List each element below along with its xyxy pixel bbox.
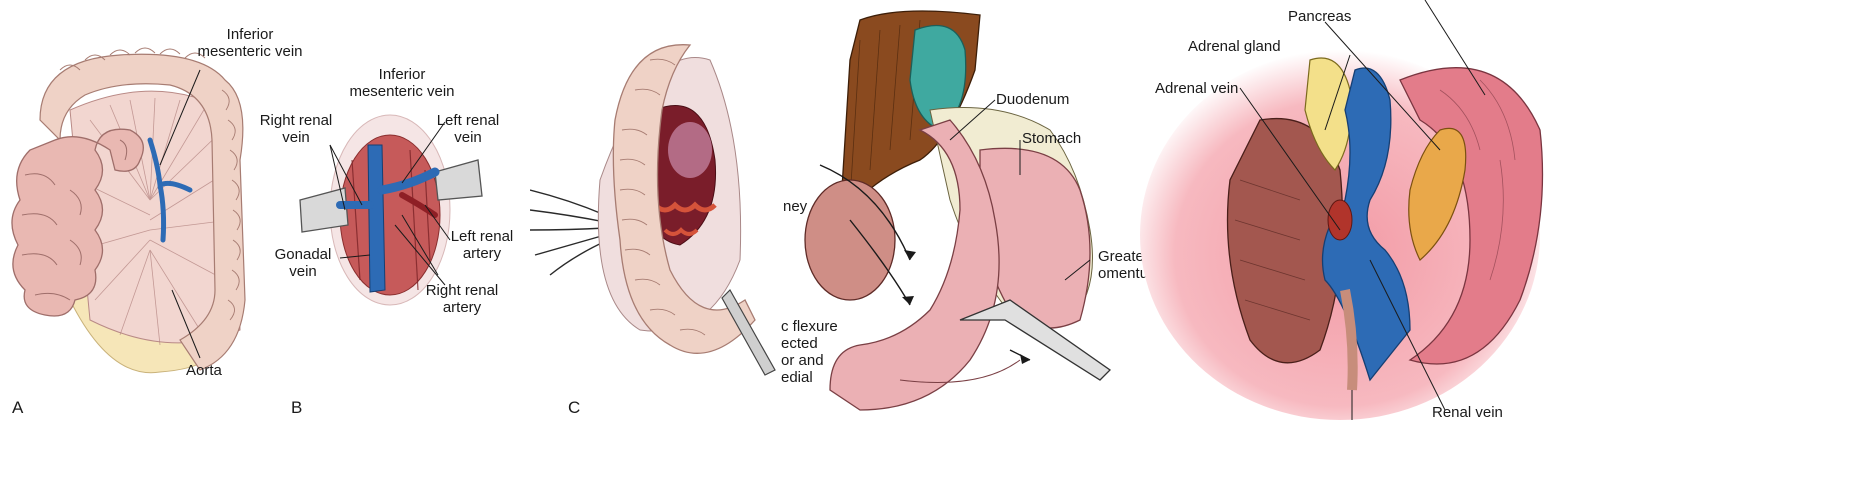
label-right-renal-artery-b: Right renal artery	[425, 282, 499, 316]
pancreas-e	[1408, 127, 1467, 261]
ivc-b	[367, 144, 386, 293]
forceps-c	[721, 289, 776, 376]
retractor-left-b	[299, 187, 349, 233]
panel-letter-b: B	[291, 398, 303, 417]
label-adrenal-gland-e: Adrenal gland	[1188, 38, 1281, 55]
label-left-renal-artery-b: Left renal artery	[450, 228, 514, 262]
panel-e-illustration	[1140, 0, 1544, 420]
label-pancreas-e: Pancreas	[1288, 8, 1352, 25]
label-duodenum-d: Duodenum	[996, 91, 1070, 108]
forceps-d	[959, 299, 1112, 381]
label-stomach-d: Stomach	[1022, 130, 1082, 147]
sutures-c	[530, 189, 609, 276]
panel-c-illustration	[530, 44, 776, 376]
leader-aorta-a	[171, 289, 201, 359]
label-right-renal-vein-b: Right renal vein	[259, 112, 333, 146]
label-inferior-mesenteric-vein-a: Inferior mesenteric vein	[197, 26, 303, 60]
label-inferior-mesenteric-vein-b: Inferior mesenteric vein	[349, 66, 455, 100]
bowel-e	[1399, 67, 1544, 365]
imv-vessel	[147, 137, 193, 243]
label-kidney-partial-d: ney	[783, 198, 808, 215]
label-gonadal-vein-b: Gonadal vein	[274, 246, 332, 280]
gallbladder-d	[909, 24, 967, 131]
label-aorta-a: Aorta	[186, 362, 222, 379]
label-adrenal-vein-e: Adrenal vein	[1155, 80, 1239, 97]
left-renal-vein-b	[377, 167, 440, 195]
panel-letter-c: C	[568, 398, 581, 417]
retractor-right-b	[434, 159, 483, 201]
left-renal-artery-b	[399, 192, 438, 218]
colon-c	[612, 44, 756, 354]
label-flexure-partial-d: c flexure ected or and edial	[781, 318, 838, 386]
panel-letter-a: A	[12, 398, 24, 417]
colon-frame	[39, 53, 246, 371]
leader-imv-a	[159, 69, 201, 166]
label-left-renal-vein-b: Left renal vein	[436, 112, 500, 146]
panel-d-illustration	[804, 10, 1112, 411]
panel-b-illustration	[299, 114, 483, 306]
panel-a-illustration	[11, 47, 246, 374]
colon-d	[829, 119, 1000, 411]
label-renal-vein-e: Renal vein	[1432, 404, 1503, 421]
kidney-d	[804, 179, 896, 301]
